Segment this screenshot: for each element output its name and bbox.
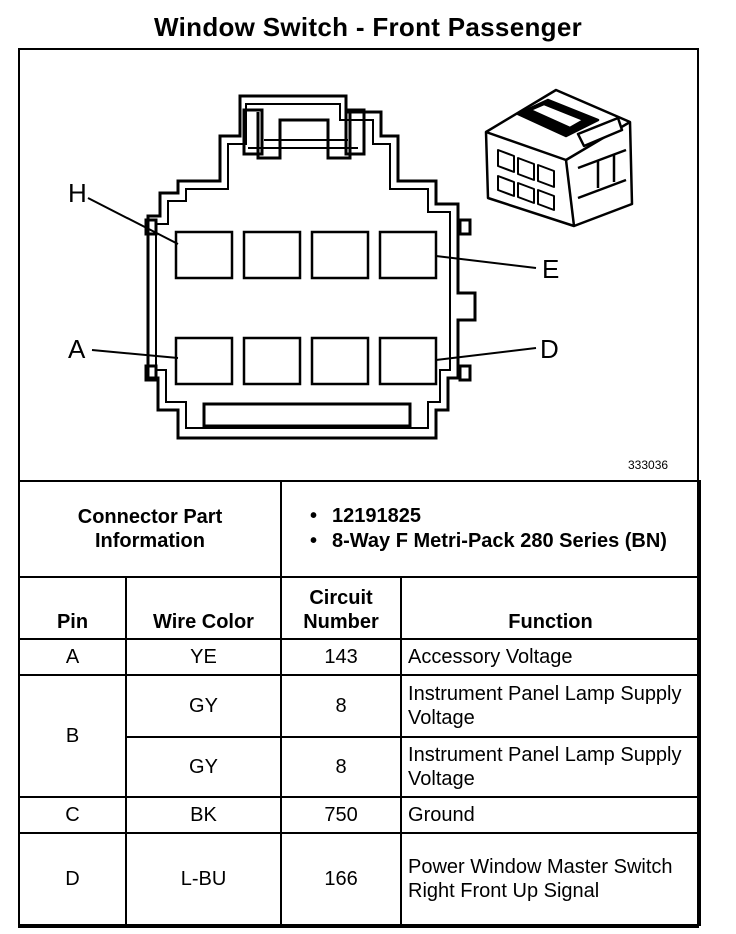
leader-d xyxy=(435,347,537,361)
table-row: B GY 8 Instrument Panel Lamp Supply Volt… xyxy=(18,674,702,798)
table-row: D L-BU 166 Power Window Master Switch Ri… xyxy=(18,832,702,926)
leader-a xyxy=(91,349,179,359)
header-circuit-number: Circuit Number xyxy=(280,576,403,640)
cavity-c xyxy=(310,336,370,386)
latch-left-tab xyxy=(242,108,264,156)
connector-info-item: •12191825 xyxy=(310,505,421,527)
function-cell: Instrument Panel Lamp Supply Voltage xyxy=(400,736,702,798)
cavity-b xyxy=(242,336,302,386)
bottom-rail xyxy=(202,402,412,428)
circuit-number-cell: 8 xyxy=(280,736,403,798)
pin-label-a: A xyxy=(68,334,86,364)
connector-info-list: •12191825 •8-Way F Metri-Pack 280 Series… xyxy=(288,504,693,554)
cavity-e xyxy=(378,230,438,280)
latch-right-tab xyxy=(344,108,366,156)
circuit-number-cell: 166 xyxy=(280,832,403,926)
wire-color-cell: GY xyxy=(124,736,283,798)
latch xyxy=(256,112,352,160)
connector-info-cell: •12191825 •8-Way F Metri-Pack 280 Series… xyxy=(280,480,702,578)
pin-cell: D xyxy=(18,832,127,926)
header-pin: Pin xyxy=(18,576,127,640)
connector-body-outline xyxy=(146,94,477,440)
cavity-h xyxy=(174,230,234,280)
circuit-number-cell: 8 xyxy=(280,674,403,738)
connector-inner-outline xyxy=(155,103,451,429)
cavity-a xyxy=(174,336,234,386)
wire-color-cell: BK xyxy=(124,796,283,834)
header-row: Pin Wire Color Circuit Number Function xyxy=(18,576,702,640)
diagram-title: Window Switch - Front Passenger xyxy=(154,12,582,42)
connector-info-item: •8-Way F Metri-Pack 280 Series (BN) xyxy=(310,530,667,552)
table-row: A YE 143 Accessory Voltage xyxy=(18,638,702,676)
function-cell: Accessory Voltage xyxy=(400,638,702,676)
figure-id: 333036 xyxy=(628,458,669,472)
function-cell: Power Window Master Switch Right Front U… xyxy=(400,832,702,926)
bullet-icon: • xyxy=(310,530,318,552)
wire-color-cell: L-BU xyxy=(124,832,283,926)
header-function: Function xyxy=(400,576,702,640)
connector-info-label: Connector Part Information xyxy=(17,480,283,578)
connector-diagram: H E A D xyxy=(18,48,699,480)
pin-cell: B xyxy=(18,674,127,798)
circuit-number-cell: 143 xyxy=(280,638,403,676)
table-row: C BK 750 Ground xyxy=(18,796,702,834)
pin-label-d: D xyxy=(540,334,559,364)
header-wire-color: Wire Color xyxy=(124,576,283,640)
table-row: GY 8 Instrument Panel Lamp Supply Voltag… xyxy=(19,736,702,798)
bullet-icon: • xyxy=(310,505,318,527)
connector-3d-view xyxy=(484,88,634,228)
pin-label-e: E xyxy=(542,254,559,284)
wire-color-cell: GY xyxy=(124,674,283,738)
wire-color-cell: YE xyxy=(124,638,283,676)
function-cell: Ground xyxy=(400,796,702,834)
connector-info-row: Connector Part Information •12191825 •8-… xyxy=(17,480,702,578)
pin-cell: C xyxy=(18,796,127,834)
function-cell: Instrument Panel Lamp Supply Voltage xyxy=(400,674,702,738)
circuit-number-cell: 750 xyxy=(280,796,403,834)
leader-h xyxy=(87,197,179,245)
cavity-f xyxy=(310,230,370,280)
pin-label-h: H xyxy=(68,178,87,208)
cavity-g xyxy=(242,230,302,280)
leader-e xyxy=(435,255,537,269)
cavity-d xyxy=(378,336,438,386)
pin-cell: A xyxy=(18,638,127,676)
pinout-table: Connector Part Information •12191825 •8-… xyxy=(17,480,702,926)
